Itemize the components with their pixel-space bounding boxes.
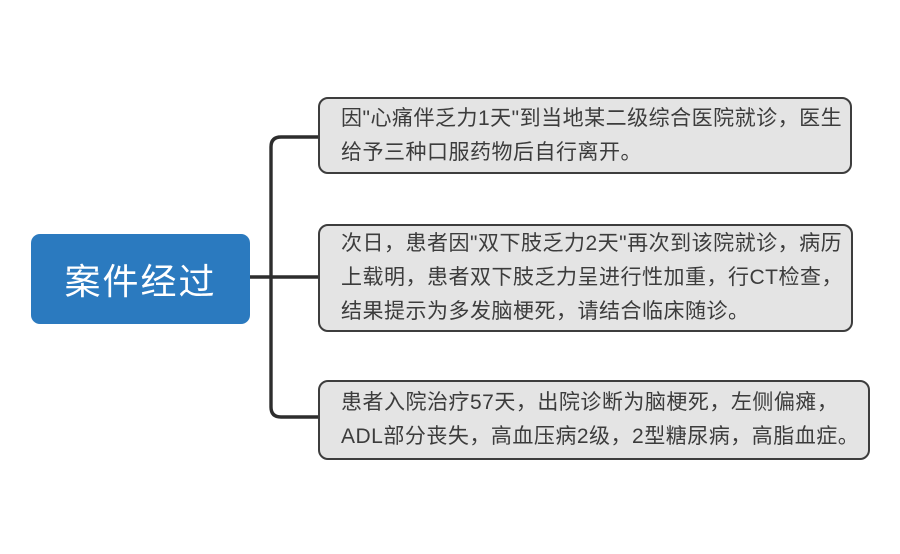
- node-text-line: 给予三种口服药物后自行离开。: [341, 140, 642, 164]
- case-step-node-3: 患者入院治疗57天，出院诊断为脑梗死，左侧偏瘫， ADL部分丧失，高血压病2级，…: [318, 380, 870, 460]
- connector-branch-top-bottom: [269, 135, 320, 419]
- node-text-line: ADL部分丧失，高血压病2级，2型糖尿病，高脂血症。: [341, 425, 860, 448]
- case-step-node-2: 次日，患者因"双下肢乏力2天"再次到该院就诊，病历 上载明，患者双下肢乏力呈进行…: [318, 224, 853, 332]
- node-text-line: 结果提示为多发脑梗死，请结合临床随诊。: [341, 300, 750, 323]
- root-node: 案件经过: [31, 234, 250, 324]
- node-text-line: 患者入院治疗57天，出院诊断为脑梗死，左侧偏瘫，: [341, 391, 839, 414]
- node-text-line: 因"心痛伴乏力1天"到当地某二级综合医院就诊，医生: [341, 106, 843, 130]
- case-step-node-1: 因"心痛伴乏力1天"到当地某二级综合医院就诊，医生 给予三种口服药物后自行离开。: [318, 97, 852, 174]
- node-text-line: 上载明，患者双下肢乏力呈进行性加重，行CT检查，: [341, 266, 843, 289]
- node-text-line: 次日，患者因"双下肢乏力2天"再次到该院就诊，病历: [341, 232, 843, 255]
